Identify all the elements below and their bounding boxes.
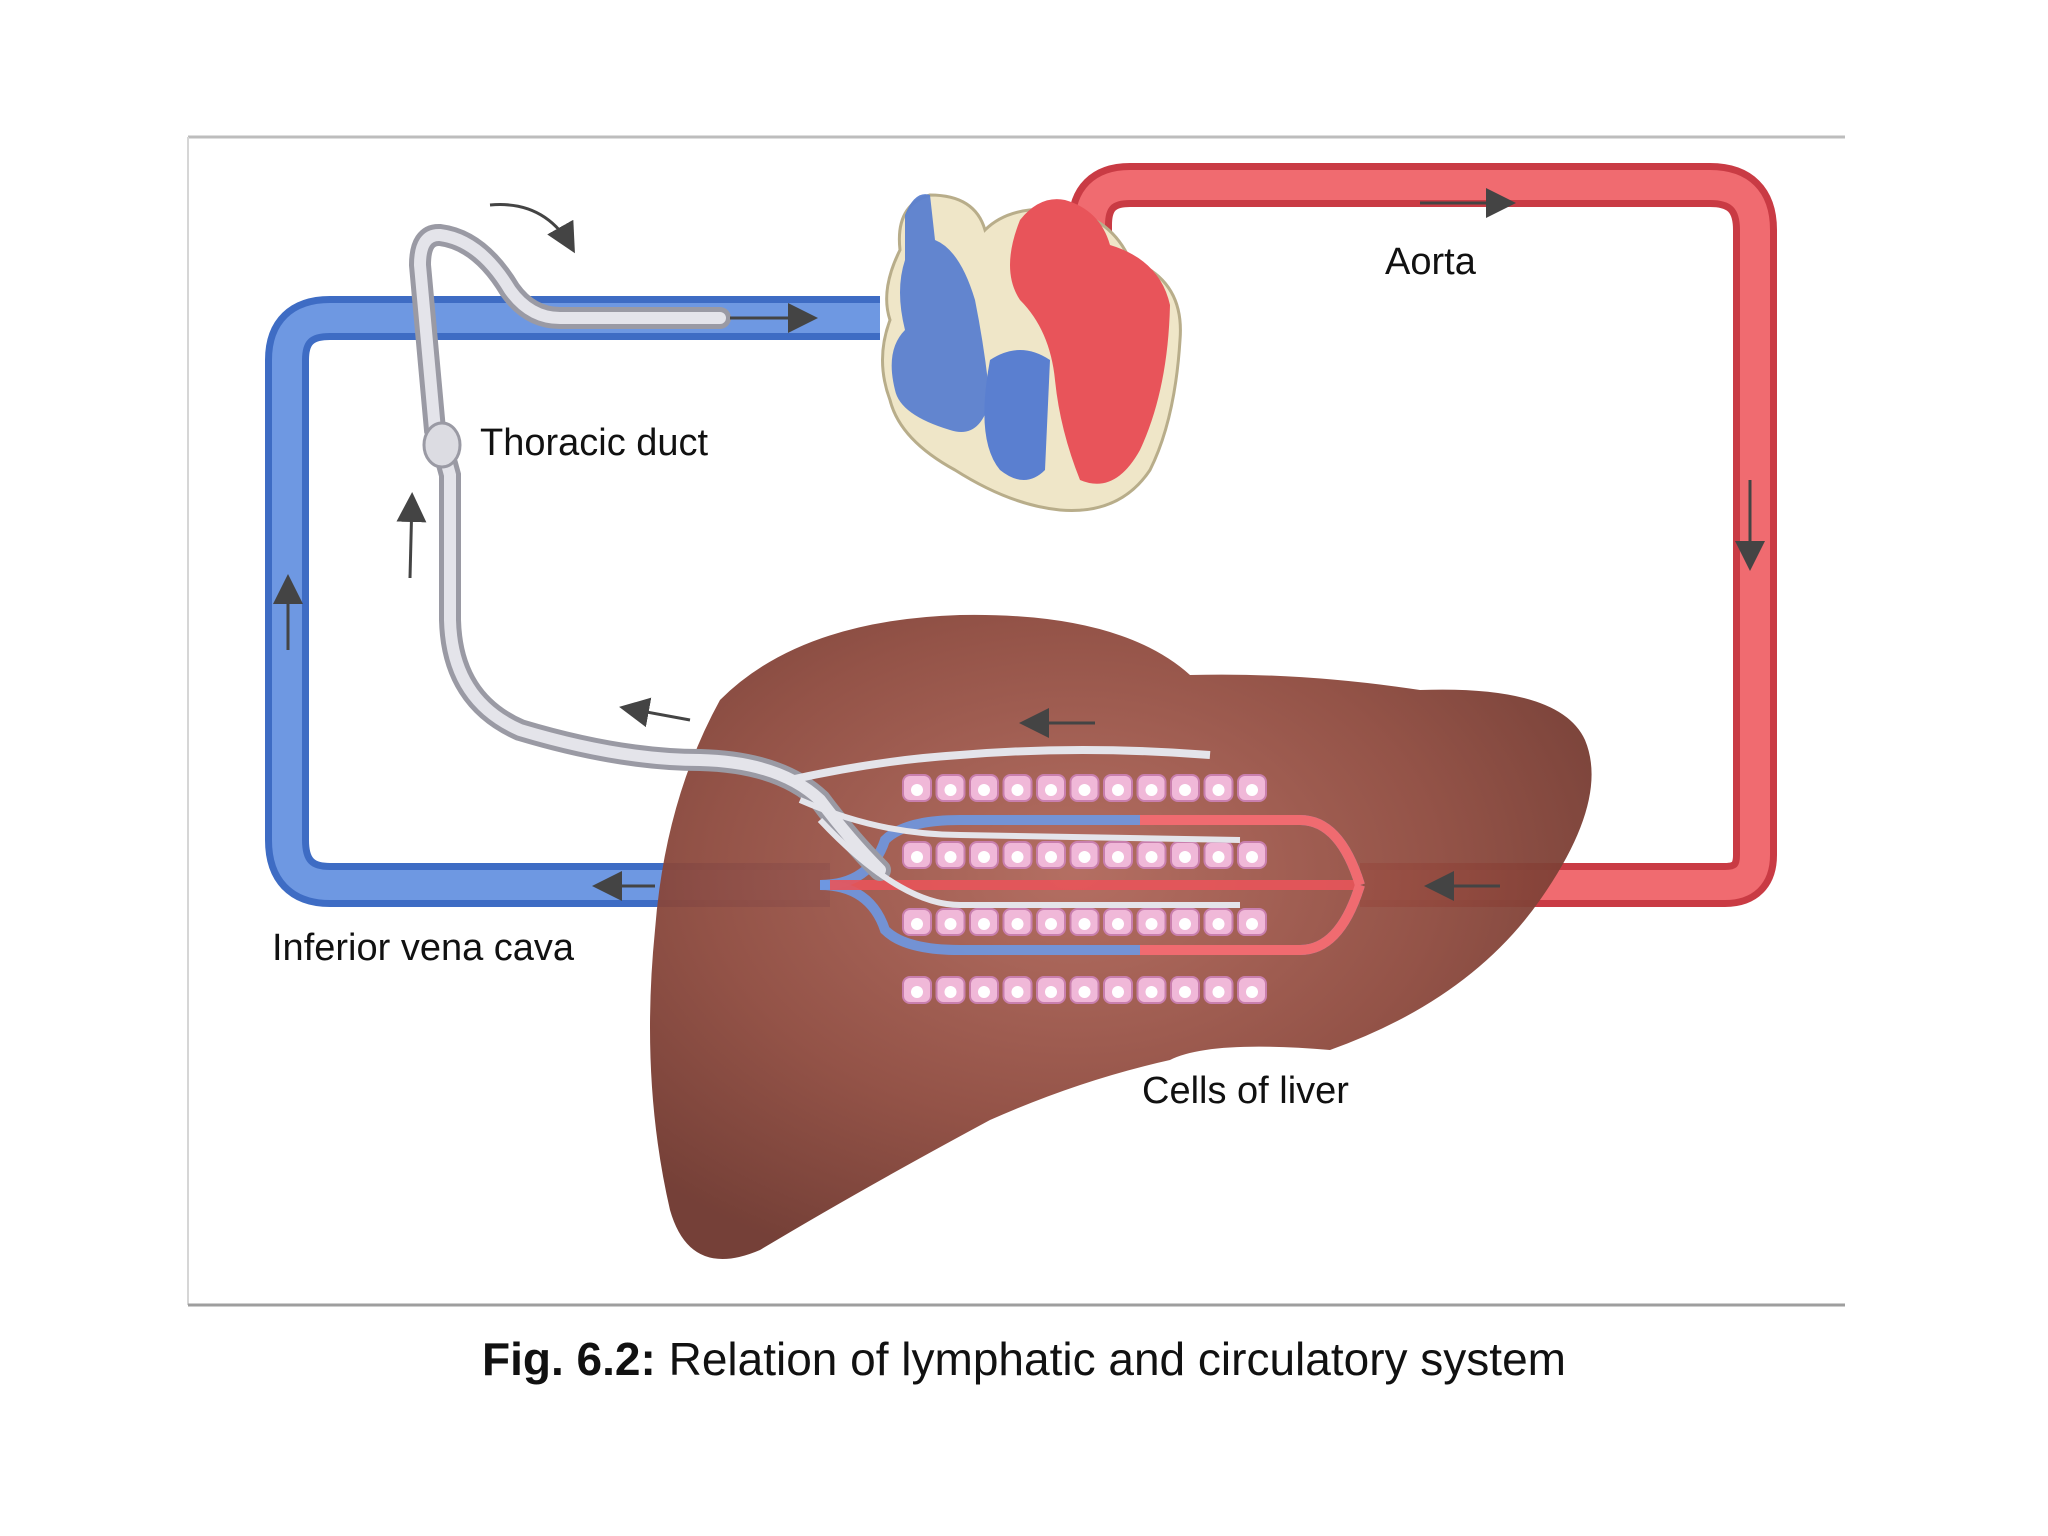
liver-cell-nucleus bbox=[1212, 784, 1225, 796]
liver-cell-nucleus bbox=[1212, 851, 1225, 863]
flow-arrows bbox=[273, 188, 1765, 901]
liver-cell-nucleus bbox=[1011, 851, 1024, 863]
heart bbox=[881, 193, 1182, 512]
liver-cell-nucleus bbox=[978, 784, 990, 796]
liver-cell-nucleus bbox=[944, 784, 957, 796]
liver-cell-nucleus bbox=[1045, 918, 1057, 930]
figure-caption: Fig. 6.2: Relation of lymphatic and circ… bbox=[0, 1332, 2048, 1386]
liver-cell-nucleus bbox=[911, 784, 923, 796]
liver-cell-nucleus bbox=[1145, 918, 1158, 930]
label-thoracic-duct: Thoracic duct bbox=[480, 422, 709, 464]
liver-cell-nucleus bbox=[1246, 986, 1258, 998]
liver-cell-nucleus bbox=[1078, 851, 1091, 863]
liver-cell-nucleus bbox=[1246, 784, 1258, 796]
thoracic-duct-vessel bbox=[408, 224, 1241, 908]
liver-cell-nucleus bbox=[1011, 784, 1024, 796]
liver-cell-nucleus bbox=[1112, 918, 1124, 930]
liver-cell-nucleus bbox=[978, 986, 990, 998]
liver-cell-nucleus bbox=[944, 851, 957, 863]
liver-cell-nucleus bbox=[1179, 918, 1191, 930]
liver-capillaries bbox=[819, 815, 1365, 955]
liver-cell-nucleus bbox=[1112, 851, 1124, 863]
liver-cell-nucleus bbox=[1011, 918, 1024, 930]
liver-cell-nucleus bbox=[1078, 784, 1091, 796]
liver-cell-nucleus bbox=[1179, 784, 1191, 796]
liver-cell-nucleus bbox=[911, 918, 923, 930]
liver-cell-nucleus bbox=[1078, 986, 1091, 998]
liver-cell-rows bbox=[902, 774, 1267, 1004]
liver-cell-nucleus bbox=[1212, 986, 1225, 998]
liver-cell-nucleus bbox=[1078, 918, 1091, 930]
liver-cell-nucleus bbox=[1145, 986, 1158, 998]
liver-cell-nucleus bbox=[978, 918, 990, 930]
liver-cell-nucleus bbox=[1179, 986, 1191, 998]
aorta-vessel bbox=[1068, 163, 1777, 907]
label-cells-of-liver: Cells of liver bbox=[1142, 1070, 1349, 1112]
liver-cell-nucleus bbox=[944, 918, 957, 930]
liver-cell-nucleus bbox=[1145, 784, 1158, 796]
liver-cell-nucleus bbox=[911, 986, 923, 998]
liver-cell-nucleus bbox=[978, 851, 990, 863]
liver-cell-nucleus bbox=[1246, 918, 1258, 930]
liver-cell-nucleus bbox=[911, 851, 923, 863]
liver-cell-nucleus bbox=[1045, 986, 1057, 998]
figure-frame bbox=[187, 135, 1845, 1307]
liver-cell-nucleus bbox=[1145, 851, 1158, 863]
caption-prefix: Fig. 6.2: bbox=[482, 1333, 656, 1385]
liver-cell-nucleus bbox=[1045, 851, 1057, 863]
liver-cell-nucleus bbox=[1112, 986, 1124, 998]
label-inferior-vena-cava: Inferior vena cava bbox=[272, 927, 575, 969]
liver-cell-nucleus bbox=[1112, 784, 1124, 796]
liver-cell-nucleus bbox=[1179, 851, 1191, 863]
liver-cell-nucleus bbox=[1212, 918, 1225, 930]
liver-cell-nucleus bbox=[1246, 851, 1258, 863]
caption-text: Relation of lymphatic and circulatory sy… bbox=[668, 1333, 1566, 1385]
liver-shape bbox=[650, 614, 1592, 1259]
liver-cell-nucleus bbox=[1045, 784, 1057, 796]
liver-cell-nucleus bbox=[944, 986, 957, 998]
label-aorta: Aorta bbox=[1385, 241, 1477, 283]
liver-cell-nucleus bbox=[1011, 986, 1024, 998]
